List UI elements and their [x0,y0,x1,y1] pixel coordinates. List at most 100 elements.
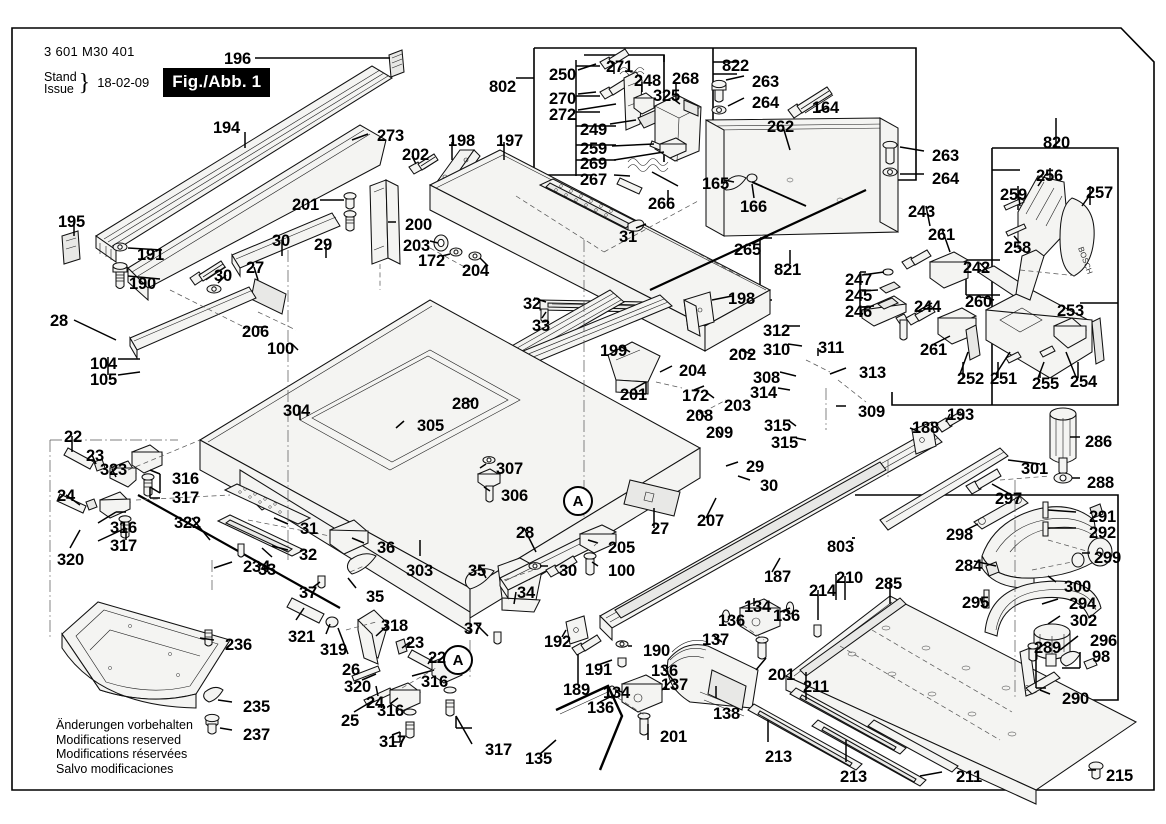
part-callout-213: 213 [840,768,867,786]
part-callout-319: 319 [320,641,347,659]
part-callout-26: 26 [342,661,360,679]
part-callout-316: 316 [172,470,199,488]
part-callout-820: 820 [1043,134,1070,152]
part-callout-190: 190 [129,275,156,293]
part-callout-30: 30 [214,267,232,285]
part-callout-315: 315 [764,417,791,435]
figure-badge: Fig./Abb. 1 [163,68,271,97]
part-callout-315: 315 [771,434,798,452]
part-callout-265: 265 [734,241,761,259]
part-callout-263: 263 [752,73,779,91]
part-callout-208: 208 [686,407,713,425]
part-callout-136: 136 [587,699,614,717]
part-callout-33: 33 [258,561,276,579]
part-callout-303: 303 [406,562,433,580]
part-callout-30: 30 [760,477,778,495]
part-callout-309: 309 [858,403,885,421]
disclaimer-fr: Modifications réservées [56,747,188,762]
part-callout-306: 306 [501,487,528,505]
part-callout-304: 304 [283,402,310,420]
part-callout-23: 23 [86,447,104,465]
part-callout-310: 310 [763,341,790,359]
part-callout-165: 165 [702,175,729,193]
part-callout-300: 300 [1064,578,1091,596]
part-callout-264: 264 [932,170,959,188]
part-callout-317: 317 [110,537,137,555]
part-callout-247: 247 [845,271,872,289]
part-callout-234: 234 [243,558,270,576]
part-callout-204: 204 [679,362,706,380]
issue-date: 18-02-09 [97,75,150,90]
part-callout-264: 264 [752,94,779,112]
part-callout-137: 137 [702,631,729,649]
part-callout-251: 251 [990,370,1017,388]
part-callout-22: 22 [64,428,82,446]
part-callout-193: 193 [947,406,974,424]
part-callout-187: 187 [764,568,791,586]
part-callout-201: 201 [768,666,795,684]
part-callout-28: 28 [50,312,68,330]
part-callout-194: 194 [213,119,240,137]
part-callout-28: 28 [516,524,534,542]
part-callout-272: 272 [549,106,576,124]
part-callout-317: 317 [172,489,199,507]
part-callout-284: 284 [955,557,982,575]
part-callout-267: 267 [580,171,607,189]
part-callout-821: 821 [774,261,801,279]
part-callout-285: 285 [875,575,902,593]
part-callout-242: 242 [963,259,990,277]
part-callout-313: 313 [859,364,886,382]
part-callout-255: 255 [1032,375,1059,393]
disclaimer-es: Salvo modificaciones [56,761,174,776]
part-callout-318: 318 [381,617,408,635]
part-callout-268: 268 [672,70,699,88]
part-callout-31: 31 [300,520,318,538]
part-callout-134: 134 [744,598,771,616]
part-callout-802: 802 [489,78,516,96]
part-callout-302: 302 [1070,612,1097,630]
part-callout-280: 280 [452,395,479,413]
part-callout-273: 273 [377,127,404,145]
part-callout-100: 100 [608,562,635,580]
part-callout-256: 256 [1036,167,1063,185]
part-callout-37: 37 [464,620,482,638]
part-callout-254: 254 [1070,373,1097,391]
part-callout-245: 245 [845,287,872,305]
part-callout-197: 197 [496,132,523,150]
part-callout-317: 317 [379,733,406,751]
sheet-header: 3 601 M30 401 Stand Issue } 18-02-09 Fig… [44,44,271,97]
brace-glyph: } [78,69,91,96]
part-callout-104: 104 [90,355,117,373]
part-callout-294: 294 [1069,595,1096,613]
part-callout-261: 261 [920,341,947,359]
part-callout-270: 270 [549,90,576,108]
part-callout-172: 172 [418,252,445,270]
part-callout-134: 134 [603,684,630,702]
part-callout-316: 316 [377,702,404,720]
issue-label: Issue [44,81,74,96]
part-callout-196: 196 [224,50,251,68]
part-callout-22: 22 [428,649,446,667]
disclaimer-de: Änderungen vorbehalten [56,718,193,732]
part-callout-35: 35 [468,562,486,580]
part-callout-188: 188 [912,419,939,437]
disclaimer-en: Modifications reserved [56,732,182,747]
part-callout-305: 305 [417,417,444,435]
part-callout-203: 203 [403,237,430,255]
part-callout-25: 25 [341,712,359,730]
stand-label: Stand [44,69,77,84]
part-callout-37: 37 [299,584,317,602]
part-callout-191: 191 [137,246,164,264]
part-callout-291: 291 [1089,508,1116,526]
part-callout-136: 136 [651,662,678,680]
stand-issue-labels: Stand Issue [44,69,77,96]
part-callout-204: 204 [462,262,489,280]
part-callout-320: 320 [344,678,371,696]
part-callout-166: 166 [740,198,767,216]
part-callout-214: 214 [809,582,836,600]
part-callout-299: 299 [1094,549,1121,567]
part-callout-290: 290 [1062,690,1089,708]
part-callout-297: 297 [995,490,1022,508]
part-callout-288: 288 [1087,474,1114,492]
part-callout-32: 32 [299,546,317,564]
